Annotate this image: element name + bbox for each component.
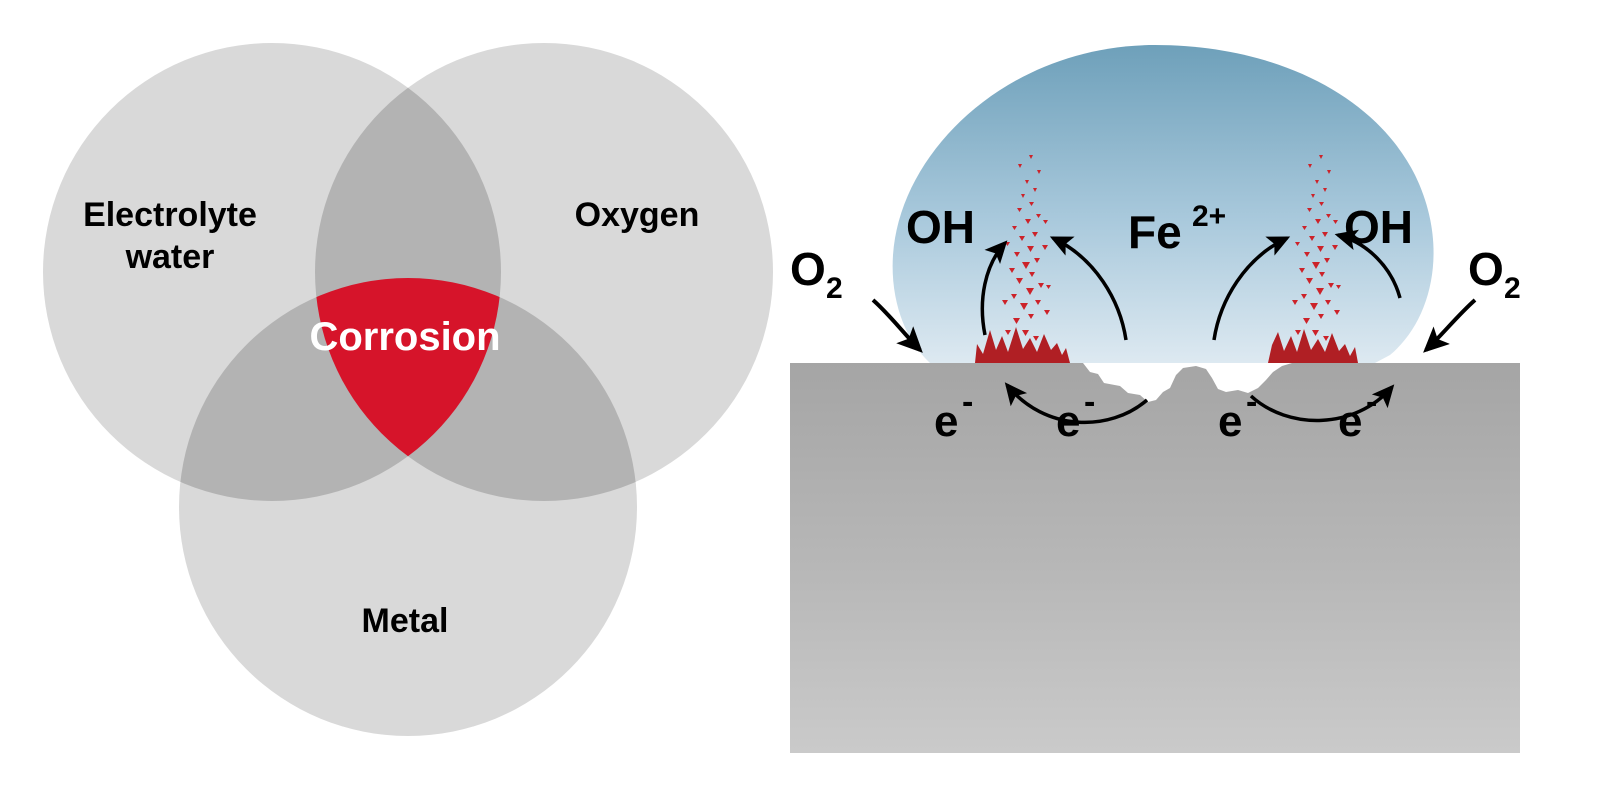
venn-label-corrosion: Corrosion bbox=[309, 315, 500, 359]
electron-2-main: e bbox=[1056, 397, 1080, 446]
venn-label-electrolyte-line2: water bbox=[125, 238, 215, 276]
venn-label-electrolyte-line1: Electrolyte bbox=[83, 196, 257, 234]
label-oxygen-left: O 2 bbox=[790, 243, 843, 305]
electrolyte-water-droplet bbox=[892, 45, 1434, 363]
label-hydroxide-left: OH bbox=[906, 201, 975, 253]
arrow-fe-ion-left bbox=[1049, 236, 1128, 341]
arrow-hydroxide-left bbox=[980, 240, 1008, 336]
arrow-fe-ion-right bbox=[1212, 236, 1291, 341]
label-electron-4: e - bbox=[1338, 383, 1377, 446]
venn-label-oxygen: Oxygen bbox=[575, 196, 700, 234]
iron-ion-main: Fe bbox=[1128, 206, 1182, 258]
electron-4-superscript: - bbox=[1366, 383, 1377, 421]
metal-substrate bbox=[790, 363, 1520, 753]
electron-2-superscript: - bbox=[1084, 383, 1095, 421]
electron-3-superscript: - bbox=[1246, 383, 1257, 421]
label-electron-2: e - bbox=[1056, 383, 1095, 446]
electron-1-superscript: - bbox=[962, 383, 973, 421]
arrow-oxygen-left bbox=[871, 298, 923, 353]
iron-ion-superscript: 2+ bbox=[1192, 200, 1226, 233]
oxygen-left-main: O bbox=[790, 243, 826, 295]
label-oxygen-right: O 2 bbox=[1468, 243, 1521, 305]
rust-deposit-left bbox=[975, 327, 1070, 363]
rust-particle-plume-left bbox=[1002, 155, 1051, 341]
label-iron-ion: Fe 2+ bbox=[1128, 200, 1226, 258]
oxygen-left-sub: 2 bbox=[826, 272, 843, 305]
rust-deposit-right bbox=[1268, 329, 1358, 363]
arrow-electron-right bbox=[1249, 384, 1395, 423]
arrow-hydroxide-right bbox=[1334, 229, 1402, 299]
overlap-electrolyte-metal bbox=[179, 278, 501, 501]
label-electron-3: e - bbox=[1218, 383, 1257, 446]
label-electron-1: e - bbox=[934, 383, 973, 446]
electron-4-main: e bbox=[1338, 397, 1362, 446]
electron-3-main: e bbox=[1218, 397, 1242, 446]
label-hydroxide-right: OH bbox=[1344, 201, 1413, 253]
venn-label-metal: Metal bbox=[362, 602, 449, 640]
arrow-electron-left bbox=[1004, 382, 1149, 425]
electron-1-main: e bbox=[934, 397, 958, 446]
overlap-oxygen-metal bbox=[315, 278, 637, 501]
oxygen-right-sub: 2 bbox=[1504, 272, 1521, 305]
rust-particle-plume-right bbox=[1292, 155, 1341, 341]
oxygen-right-main: O bbox=[1468, 243, 1504, 295]
arrow-oxygen-right bbox=[1423, 298, 1477, 353]
